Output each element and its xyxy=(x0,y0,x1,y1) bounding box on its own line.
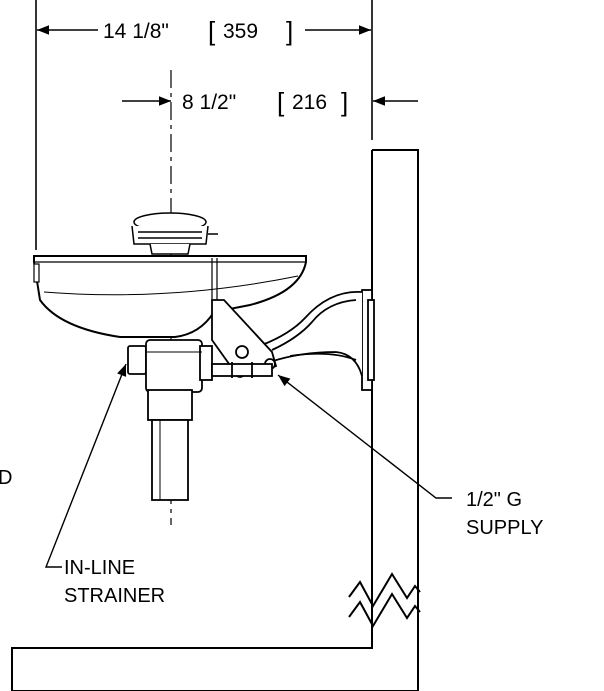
valve-body xyxy=(127,339,273,393)
dimension-offset-metric: 216 xyxy=(292,91,327,114)
wall-base-outline xyxy=(11,150,418,691)
eyewash-spray-head xyxy=(131,212,218,255)
drain-pipe xyxy=(147,389,193,501)
dimension-overall-metric: 359 xyxy=(223,20,258,43)
wall-outline xyxy=(372,149,419,691)
break-symbol xyxy=(348,572,421,629)
wall xyxy=(11,149,419,691)
wall-bracket xyxy=(260,289,375,391)
strainer-label-line1: IN-LINE xyxy=(64,557,135,579)
dimension-overall-imperial: 14 1/8" xyxy=(103,20,169,43)
supply-label-line1: 1/2" G xyxy=(466,489,522,511)
dimension-offset-imperial: 8 1/2" xyxy=(182,91,236,114)
strainer-label-line2: STRAINER xyxy=(64,585,165,607)
bracket-open-offset: [ xyxy=(277,87,285,117)
bracket-close-offset: ] xyxy=(341,87,348,117)
cut-off-label: D xyxy=(0,467,12,489)
leader-strainer xyxy=(44,363,127,568)
supply-label-line2: SUPPLY xyxy=(466,517,543,539)
bracket-open-overall: [ xyxy=(208,16,216,46)
dimension-overall xyxy=(35,0,373,250)
eyewash-bowl xyxy=(33,255,307,338)
leader-supply xyxy=(277,374,452,499)
bracket-close-overall: ] xyxy=(286,16,293,46)
leader-lines xyxy=(44,363,452,568)
